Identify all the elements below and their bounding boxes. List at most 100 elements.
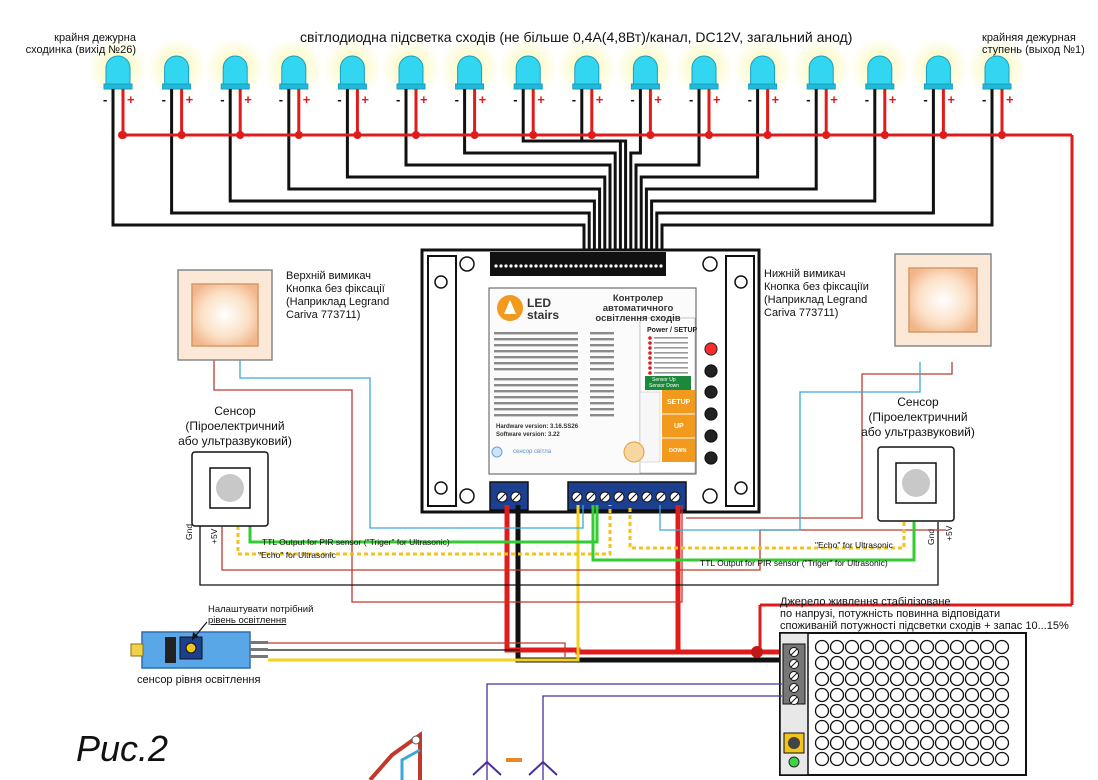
right-sensor-line1: Сенсор — [897, 395, 939, 409]
top-switch-line2: Кнопка без фіксації — [286, 283, 385, 295]
plus-sign: + — [596, 92, 604, 107]
cathode-wire-10 — [629, 140, 642, 252]
left-led-label-line1: крайня дежурна — [54, 32, 136, 44]
minus-sign: - — [220, 92, 224, 107]
v12-wire-main — [504, 505, 782, 655]
top-switch-line1: Верхній вимикач — [286, 270, 372, 282]
minus-sign: - — [513, 92, 517, 107]
led-10: -+ — [630, 55, 662, 140]
led-15: -+ — [923, 55, 955, 140]
down-button-label[interactable]: DOWN — [669, 448, 687, 454]
power-supply — [779, 632, 1027, 776]
minus-sign: - — [162, 92, 166, 107]
echo-right-label: "Echo" for Ultrasonic — [815, 540, 893, 550]
led-7: -+ — [455, 55, 487, 140]
light-sensor — [130, 631, 268, 669]
cathode-wire-13 — [644, 140, 818, 252]
led-row: -+-+-+-+-+-+-+-+-+-+-+-+-+-+-+-+ — [103, 55, 1014, 140]
cathode-wire-11 — [634, 140, 701, 252]
led-9: -+ — [572, 55, 604, 140]
right-sensor-5v-pin: +5V — [944, 525, 954, 541]
plus-sign: + — [420, 92, 428, 107]
led-8: -+ — [513, 55, 545, 140]
cathode-wire-5 — [345, 140, 607, 252]
diagram-title: світлодиодна підсветка сходів (не більше… — [300, 29, 853, 45]
right-led-label: крайняя дежурная ступень (выход №1) — [982, 32, 1085, 56]
controller-title-line3: освітлення сходів — [595, 313, 681, 324]
bottom-switch — [894, 253, 992, 347]
echo-left-label: "Echo" for Ultrasonic — [258, 550, 336, 560]
power-supply-label: Джерело живлення стабілізоване по напруз… — [780, 596, 1069, 632]
button-panel — [662, 390, 695, 462]
controller-title: Контролер автоматичного освітлення сході… — [588, 294, 688, 324]
minus-sign: - — [455, 92, 459, 107]
bottom-switch-line3: (Наприклад Legrand — [764, 294, 868, 306]
controller-box — [420, 248, 761, 514]
left-led-label: крайня дежурна сходинка (вихід №26) — [20, 32, 136, 56]
up-button-label[interactable]: UP — [674, 423, 684, 430]
right-sensor-ttl — [591, 505, 916, 562]
cathode-wire-14 — [650, 140, 877, 252]
plus-sign: + — [186, 92, 194, 107]
mount-hole-tl — [459, 256, 475, 272]
controller-brand-line2: stairs — [527, 308, 560, 322]
left-sensor-line3: або ультразвуковий) — [178, 434, 292, 448]
ttl-left-label: TTL Output for PIR sensor ("Triger" for … — [262, 537, 450, 547]
left-sensor-5v-pin: +5V — [209, 528, 219, 544]
cathode-wire-16 — [660, 140, 994, 252]
controller-title-line2: автоматичного — [602, 303, 674, 314]
cathode-wire-6 — [404, 140, 612, 252]
mains-wire-1 — [486, 683, 782, 780]
cathode-wire-1 — [111, 140, 586, 252]
front-button-2 — [704, 385, 718, 399]
setup-button-label[interactable]: SETUP — [667, 399, 691, 406]
left-sensor-5v — [221, 526, 946, 571]
minus-sign: - — [865, 92, 869, 107]
led-3: -+ — [220, 55, 252, 140]
left-sensor-ttl — [248, 505, 599, 544]
output-connector — [490, 252, 666, 276]
right-sensor-body — [877, 446, 955, 522]
sensor-down-label: Sensor Down — [649, 383, 680, 389]
led-16: -+ — [982, 55, 1014, 140]
left-sensor-gnd-pin: Gnd — [184, 523, 194, 540]
psu-power-led — [788, 756, 800, 768]
left-sensor-line2: (Піроелектричний — [185, 419, 285, 433]
plus-sign: + — [830, 92, 838, 107]
right-sensor-label: Сенсор (Піроелектричний або ультразвуков… — [843, 395, 993, 440]
cathode-wire-15 — [655, 140, 935, 252]
controller-title-line1: Контролер — [612, 293, 664, 304]
plus-sign: + — [479, 92, 487, 107]
plus-sign: + — [654, 92, 662, 107]
cathode-wires — [111, 139, 994, 252]
light-sensor-adjust-label: Налаштувати потрібний рівень освітлення — [208, 604, 313, 626]
plus-sign: + — [713, 92, 721, 107]
minus-sign: - — [748, 92, 752, 107]
top-switch-blue — [239, 360, 584, 529]
right-sensor-gnd-pin: Gnd — [926, 528, 936, 545]
led-11: -+ — [689, 55, 721, 140]
mount-hole-bl — [459, 488, 475, 504]
led-12: -+ — [748, 55, 780, 140]
led-1: -+ — [103, 55, 135, 140]
front-button-5 — [704, 451, 718, 465]
power-indicator-led — [704, 342, 718, 356]
bottom-switch-blue — [659, 362, 921, 531]
light-sensor-footer: сенсор світла — [513, 449, 552, 455]
plus-sign: + — [361, 92, 369, 107]
sensor-up-label: Sensor Up — [652, 377, 676, 383]
controller-brand: LED stairs — [527, 297, 559, 321]
plus-sign: + — [244, 92, 252, 107]
left-sensor-body — [191, 451, 269, 527]
led-13: -+ — [806, 55, 838, 140]
front-button-4 — [704, 429, 718, 443]
top-switch — [177, 269, 273, 361]
top-switch-red — [213, 360, 683, 603]
right-sensor-line2: (Піроелектричний — [868, 410, 968, 424]
bottom-switch-red — [686, 362, 953, 519]
wire-junction — [751, 646, 763, 658]
power-supply-line1: Джерело живлення стабілізоване — [780, 596, 951, 608]
plus-sign: + — [1006, 92, 1014, 107]
left-led-label-line2: сходинка (вихід №26) — [25, 44, 136, 56]
